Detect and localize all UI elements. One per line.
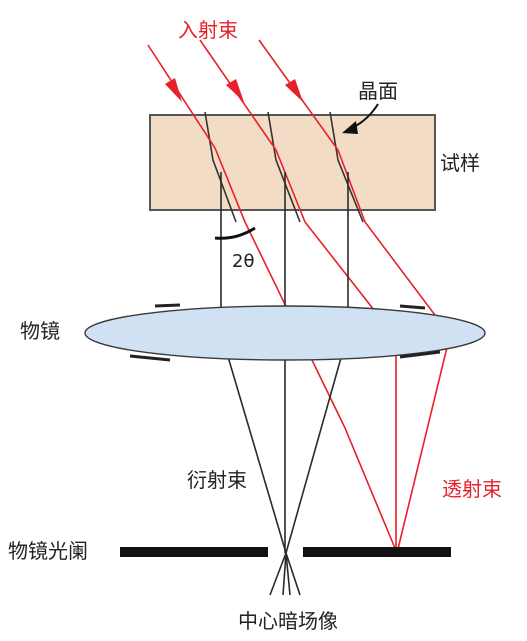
- aperture-left: [120, 547, 268, 557]
- diffracted-beams: [220, 172, 349, 596]
- angle-arc: [214, 226, 256, 240]
- incident-beam-label: 入射束: [178, 18, 238, 42]
- crystal-plane-arrowhead: [342, 121, 358, 134]
- transmitted-beam-label: 透射束: [442, 477, 502, 501]
- objective-lens: [84, 305, 486, 361]
- angle-label: 2θ: [232, 251, 254, 272]
- aperture-right: [303, 547, 451, 557]
- crystal-plane-label: 晶面: [358, 79, 398, 103]
- specimen-block: [149, 114, 436, 211]
- diffracted-beam-label: 衍射束: [187, 468, 247, 492]
- objective-lens-label: 物镜: [20, 319, 60, 343]
- incident-arrowheads: [165, 78, 303, 102]
- crystal-planes: [204, 111, 364, 223]
- specimen-label: 试样: [440, 151, 480, 175]
- lens-edge-marks: [129, 303, 441, 362]
- central-dark-field-image-label: 中心暗场像: [238, 609, 338, 633]
- objective-aperture-label: 物镜光阑: [8, 539, 88, 563]
